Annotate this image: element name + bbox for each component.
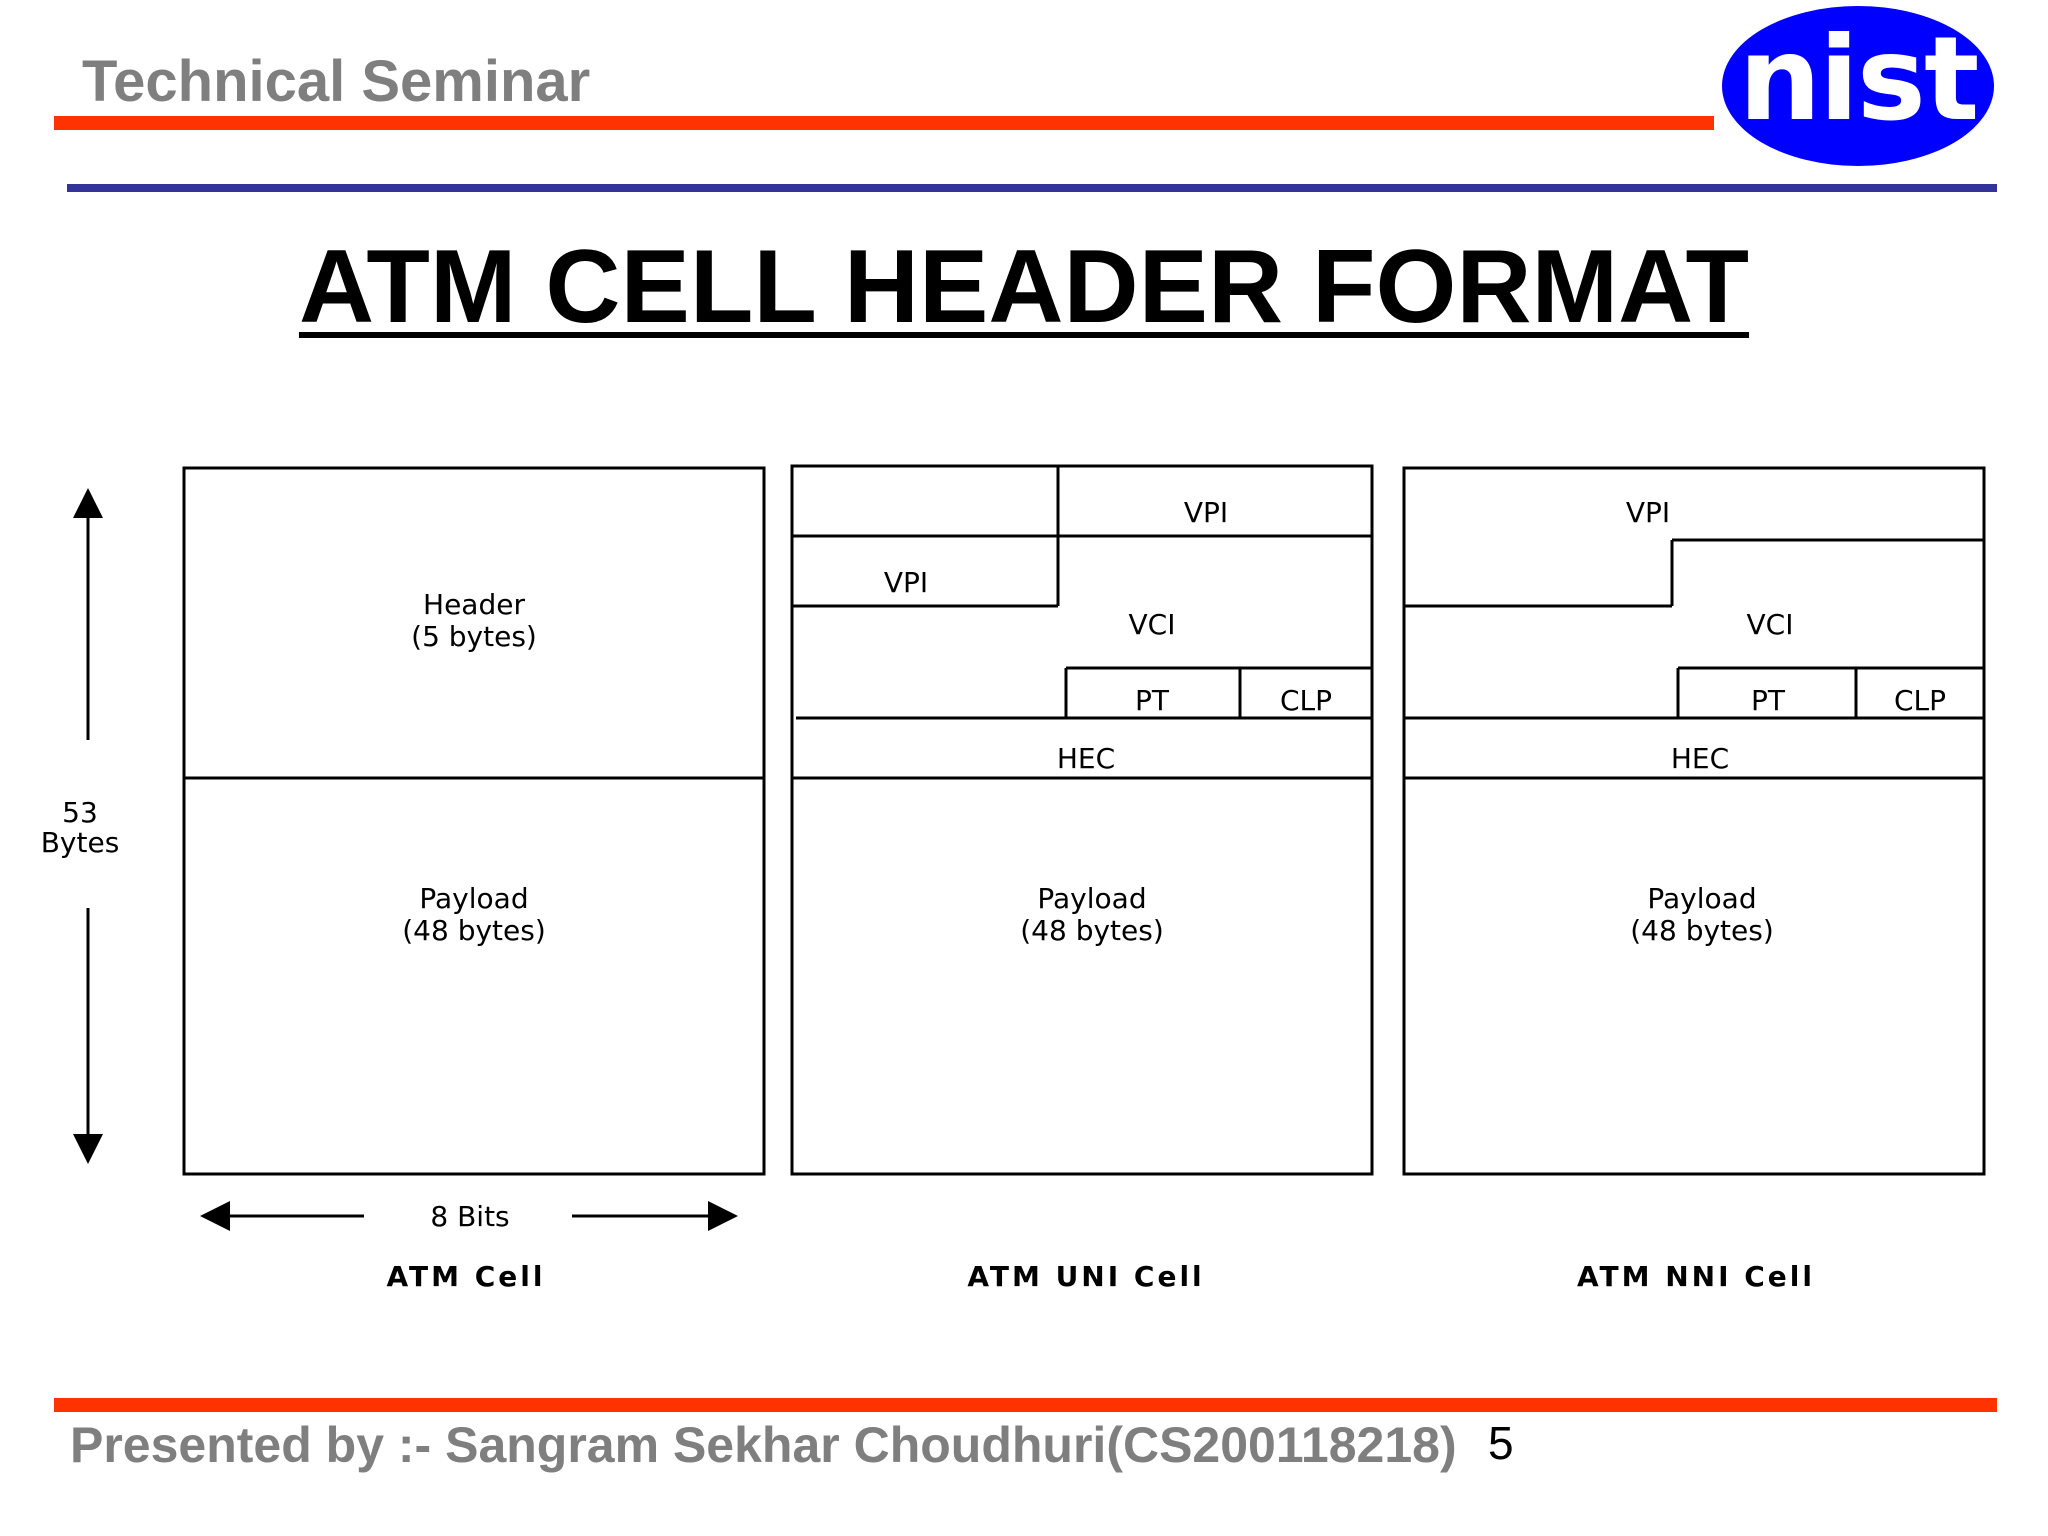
footer-red-rule: [54, 1398, 1997, 1412]
header-blue-rule: [67, 184, 1997, 192]
header-red-rule: [54, 116, 1714, 130]
nni-payload-size: (48 bytes): [1630, 914, 1774, 947]
atm-payload-label: Payload: [419, 882, 528, 915]
uni-vpi-left: VPI: [884, 566, 928, 599]
page-number: 5: [1488, 1417, 1514, 1469]
nni-hec: HEC: [1671, 742, 1729, 775]
atm-cell-caption: ATM Cell: [387, 1260, 546, 1293]
logo-text: nist: [1738, 12, 1980, 147]
uni-cell: [790, 464, 1374, 1176]
nni-pt: PT: [1751, 684, 1786, 717]
width-label: 8 Bits: [430, 1200, 509, 1233]
nni-payload-label: Payload: [1647, 882, 1756, 915]
uni-hec: HEC: [1057, 742, 1115, 775]
uni-pt: PT: [1135, 684, 1170, 717]
atm-header-size: (5 bytes): [411, 620, 537, 653]
uni-vpi-top: VPI: [1184, 496, 1228, 529]
nni-vpi: VPI: [1626, 496, 1670, 529]
uni-vci: VCI: [1129, 608, 1176, 641]
seminar-label: Technical Seminar: [82, 49, 591, 114]
atm-cell: [182, 466, 766, 1176]
atm-payload-size: (48 bytes): [402, 914, 546, 947]
nni-clp: CLP: [1894, 684, 1946, 717]
uni-payload-size: (48 bytes): [1020, 914, 1164, 947]
presenter-credit: Presented by :- Sangram Sekhar Choudhuri…: [70, 1417, 1457, 1473]
size-label-unit: Bytes: [41, 826, 120, 859]
uni-cell-caption: ATM UNI Cell: [967, 1260, 1204, 1293]
nni-cell: [1402, 466, 1986, 1176]
uni-clp: CLP: [1280, 684, 1332, 717]
slide-title: ATM CELL HEADER FORMAT: [298, 229, 1750, 345]
atm-header-label: Header: [423, 588, 525, 621]
uni-payload-label: Payload: [1037, 882, 1146, 915]
nni-vci: VCI: [1747, 608, 1794, 641]
nni-cell-caption: ATM NNI Cell: [1577, 1260, 1815, 1293]
size-label-number: 53: [62, 796, 98, 829]
nist-logo: nist: [1722, 6, 1994, 166]
